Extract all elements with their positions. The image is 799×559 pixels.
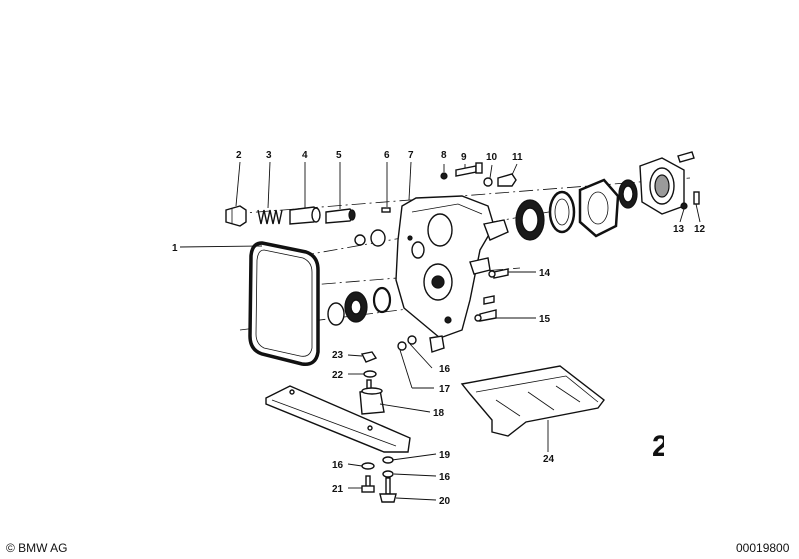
edge-mark: 2: [652, 426, 799, 466]
callout-14: 14: [539, 268, 551, 279]
callout-2: 2: [236, 150, 242, 161]
footer: © BMW AG 00019800: [6, 541, 790, 555]
callout-16-lower-left: 16: [332, 460, 344, 471]
callout-24: 24: [543, 454, 555, 465]
callout-10: 10: [486, 152, 498, 163]
diagram-number: 00019800: [736, 541, 790, 555]
callout-11: 11: [512, 152, 523, 163]
callout-5: 5: [336, 150, 342, 161]
callout-1: 1: [172, 243, 178, 254]
callout-19: 19: [439, 450, 451, 461]
sleeve-part: [289, 206, 321, 225]
callout-16-lower-right: 16: [439, 472, 451, 483]
screw-10-part: [483, 177, 493, 187]
bolt-9-part: [455, 162, 483, 177]
plug-top-right-part: [677, 151, 695, 163]
crossmember-part: [265, 385, 411, 453]
callout-21: 21: [332, 484, 344, 495]
callout-17: 17: [439, 384, 451, 395]
pin-part: [381, 207, 391, 213]
washer-13-part: [680, 202, 688, 210]
washer-16-bottom-part: [361, 462, 375, 470]
callout-22: 22: [332, 370, 344, 381]
shaft-seal-part: [618, 179, 638, 209]
leader-lines: [179, 161, 701, 501]
copyright-text: © BMW AG: [6, 541, 68, 555]
seal-ring-part: [548, 190, 576, 234]
housing-inner-seals: [354, 229, 386, 247]
housing-part: [395, 195, 509, 339]
callout-3: 3: [266, 150, 272, 161]
washer-19-part: [382, 456, 394, 478]
heat-shield-part: [460, 365, 605, 437]
callout-8: 8: [441, 150, 447, 161]
callout-9: 9: [461, 152, 467, 163]
callout-16-upper: 16: [439, 364, 451, 375]
flange-gasket-part: [578, 178, 620, 238]
callout-4: 4: [302, 150, 308, 161]
callout-6: 6: [384, 150, 390, 161]
nut-23-part: [360, 351, 378, 363]
washer-8-part: [440, 172, 448, 180]
spring-part: [257, 209, 283, 225]
switch-11-part: [497, 173, 517, 187]
bolt-21-part: [361, 475, 375, 493]
gasket-part: [248, 241, 320, 366]
callout-20: 20: [439, 496, 451, 507]
screw-12-part: [693, 191, 700, 205]
screw-14-part: [488, 268, 509, 279]
bearing-part: [515, 199, 545, 241]
rubber-mount-part: [359, 379, 385, 415]
rear-cover-part: [639, 157, 685, 215]
callout-7: 7: [408, 150, 414, 161]
callout-12: 12: [694, 224, 706, 235]
callout-23: 23: [332, 350, 344, 361]
guide-sleeve-part: [325, 208, 356, 224]
bolt-20-part: [379, 477, 397, 503]
lower-bearing-set: [327, 286, 392, 326]
washer-22-part: [363, 370, 377, 378]
callout-labels: 2 3 4 5 6 7 8 9 10 11 12 13 1 14 15 16 1…: [172, 150, 706, 507]
callout-18: 18: [433, 408, 445, 419]
callout-15: 15: [539, 314, 551, 325]
plug-part: [225, 205, 247, 227]
callout-13: 13: [673, 224, 685, 235]
screw-15-part: [474, 295, 497, 322]
nut-16-17-parts: [397, 335, 445, 353]
